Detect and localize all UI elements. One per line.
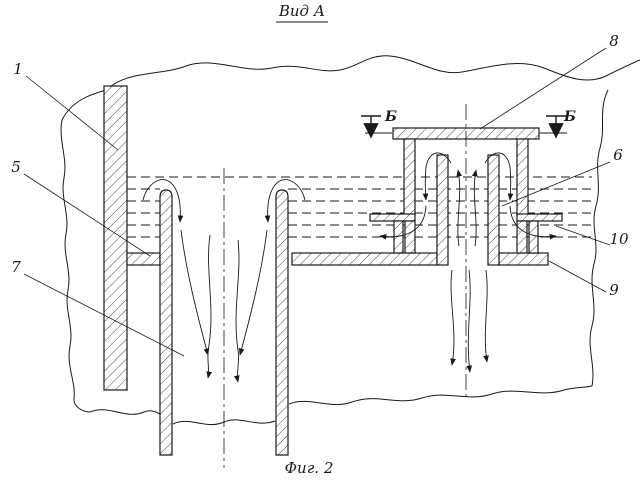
break-line-bottom-left [89, 409, 161, 415]
section-letter-right: Б [563, 109, 576, 125]
leader-ref-6 [501, 161, 611, 207]
flow-arrow-annulus-right-out [509, 205, 557, 240]
left-wall [103, 85, 128, 391]
ref-numeral-8: 8 [609, 32, 619, 50]
flow-arrow-pipe-stream-4 [233, 239, 240, 383]
flow-arrow-pipe-stream-3 [206, 234, 213, 379]
view-title: Вид А [278, 2, 325, 20]
section-marker-b-right: Б [546, 109, 576, 139]
leader-ref-5 [23, 173, 151, 257]
flow-arrow-below-plate-1 [450, 269, 456, 366]
flow-arrow-tube-up-2 [471, 169, 478, 247]
box-right-wall [516, 138, 529, 216]
section-marker-b-left: Б [361, 109, 397, 139]
flow-arrow-tube-up-1 [456, 169, 463, 247]
box-left-wall [403, 138, 416, 216]
leader-lines [23, 47, 611, 357]
flow-arrow-annulus-left-out [379, 205, 427, 240]
section-letter-left: Б [384, 109, 397, 125]
right-flange [516, 213, 563, 222]
leader-ref-1 [25, 75, 119, 151]
ref-numeral-9: 9 [609, 281, 619, 299]
left-foot-inner [404, 220, 416, 254]
shelf-ledge [126, 252, 161, 266]
flow-arrow-pipe-stream-1 [180, 229, 210, 356]
center-lines [223, 104, 467, 468]
inner-tube-right-wall [487, 154, 500, 266]
liquid-level-lines [127, 176, 592, 238]
ref-numeral-1: 1 [13, 60, 23, 78]
leader-ref-10 [555, 225, 611, 246]
flow-arrow-over-tube-left [422, 152, 452, 201]
leader-ref-9 [548, 260, 607, 293]
break-line-bottom-right [288, 385, 593, 406]
break-line-right [589, 89, 609, 387]
plate-left-segment [291, 252, 438, 266]
pipe-left-wall [159, 189, 173, 456]
ref-numeral-10: 10 [609, 230, 629, 248]
right-foot-outer [528, 220, 539, 254]
break-line-outline [60, 55, 640, 426]
flow-arrow-below-plate-3 [483, 269, 489, 363]
flow-arrow-over-tube-right [484, 152, 514, 201]
leader-ref-8 [479, 47, 607, 130]
ref-numeral-5: 5 [11, 158, 21, 176]
leader-ref-7 [23, 273, 185, 357]
break-line-top [61, 55, 640, 121]
flow-arrow-pipe-stream-2 [238, 229, 268, 356]
break-line-left [60, 119, 91, 413]
ref-numeral-6: 6 [613, 146, 623, 164]
right-foot-inner [516, 220, 528, 254]
flow-arrow-below-plate-2 [466, 269, 473, 373]
figure-caption: Фиг. 2 [285, 459, 334, 477]
flow-arrow-over-left-rim [142, 179, 184, 223]
left-flange [369, 213, 416, 222]
plate-right-segment [498, 252, 549, 266]
ref-numeral-7: 7 [11, 258, 21, 276]
inner-tube-left-wall [436, 154, 449, 266]
pipe-right-wall [275, 189, 289, 456]
flow-arrow-over-right-rim [264, 179, 306, 223]
